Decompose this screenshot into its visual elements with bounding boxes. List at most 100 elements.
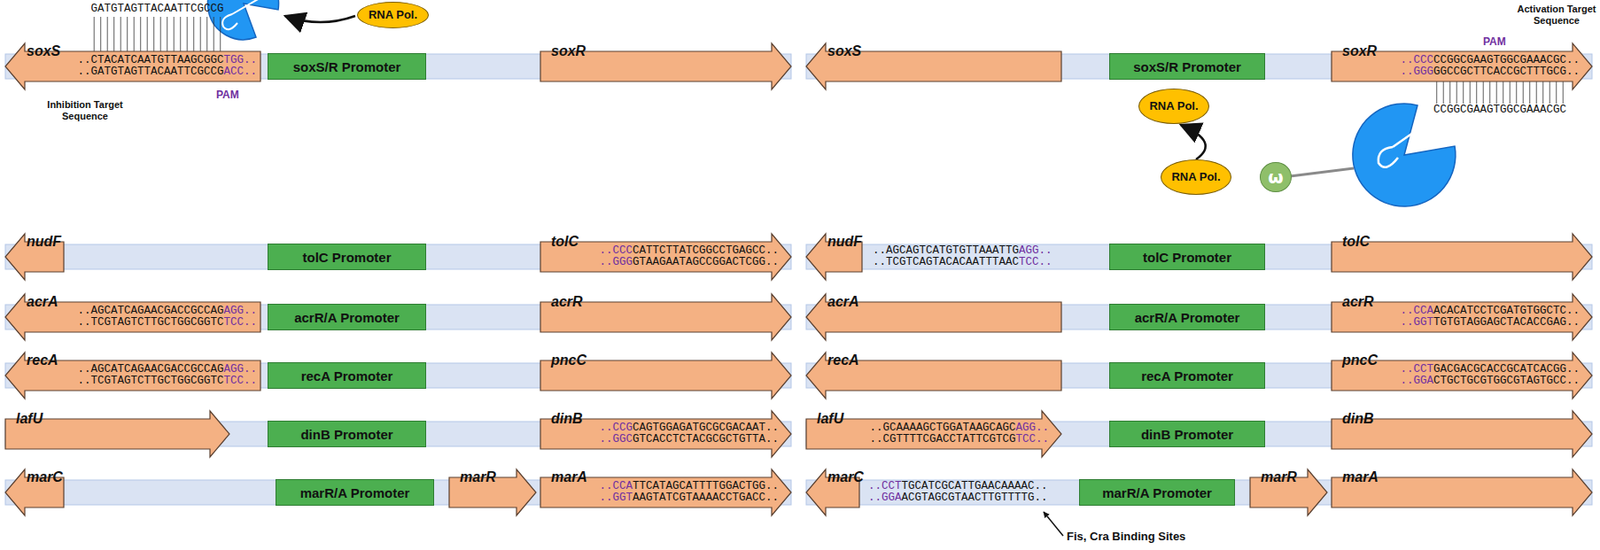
dna-sequence: ACGTAGCGTAACTTGTTTTG.. — [901, 491, 1049, 505]
target-label: Inhibition Target Sequence — [35, 99, 135, 123]
promoter-box: recA Promoter — [1109, 362, 1266, 389]
sequence-line: ..CCAACACATCCTCGATGTGGCTC.. — [1399, 305, 1580, 318]
gene-arrow-outline — [5, 294, 261, 341]
base-pair-tick — [200, 16, 202, 55]
sequence-line: ..GGTAAGTATCGTAAAACCTGACC.. — [598, 492, 779, 505]
dna-sequence: CTGCTGCGTGGCGTAGTGCC.. — [1433, 374, 1580, 388]
base-pair-tick — [1469, 78, 1471, 104]
sequence-line: ..GATGTAGTTACAATTCGCCGACC.. — [77, 66, 257, 78]
base-pair-tick — [1562, 78, 1564, 104]
omega-circle: ω — [1259, 162, 1291, 193]
base-pair-tick — [153, 16, 155, 55]
base-pair-tick — [219, 16, 221, 55]
promoter-label: marR/A Promoter — [1079, 480, 1235, 505]
pam-sequence: ..CCC — [598, 244, 633, 257]
base-pair-tick — [213, 16, 215, 55]
dna-sequence: ..TCGTCAGTACACAATTTAAC — [872, 256, 1019, 269]
gene-arrow-outline — [1331, 352, 1593, 399]
gene-arrow-outline — [1331, 233, 1593, 280]
pam-sequence: ..GGG — [598, 256, 633, 269]
gene-name: recA — [827, 352, 860, 399]
pam-sequence: ..CCC — [1399, 54, 1434, 67]
promoter-box: recA Promoter — [267, 362, 427, 389]
gene-arrow: recA — [806, 352, 1062, 399]
fusion-linker — [1289, 168, 1354, 177]
base-pair-tick — [179, 16, 181, 55]
dna-sequence: ..GCAAAAGCTGGATAAGCAGC — [869, 421, 1016, 435]
binding-site-label: Fis, Cra Binding Sites — [1066, 529, 1186, 544]
pam-sequence: ..CCG — [598, 421, 633, 435]
leader-arrow — [1043, 512, 1064, 536]
promoter-box: marR/A Promoter — [1079, 479, 1235, 506]
base-pair-tick — [1483, 78, 1484, 104]
base-pair-tick — [173, 16, 175, 55]
base-pair-tick — [1515, 78, 1517, 104]
sequence-line: ..CGTTTTCGACCTATTCGTCGTCC.. — [869, 434, 1049, 446]
gene-arrow-outline — [540, 294, 792, 341]
promoter-label: dinB Promoter — [1110, 421, 1265, 447]
gene-name: tolC — [1342, 233, 1370, 280]
omega-label: ω — [1267, 168, 1283, 187]
dna-sequence: TGTGTAGGAGCTACACCGAG.. — [1433, 316, 1580, 329]
promoter-box: marR/A Promoter — [275, 479, 435, 506]
gene-arrow: acrR — [540, 294, 792, 341]
gene-arrow-outline — [806, 43, 1062, 90]
pam-sequence: ..CCT — [868, 480, 902, 493]
base-pair-tick — [186, 16, 188, 55]
sequence-line: ..GGTTGTGTAGGAGCTACACCGAG.. — [1399, 317, 1580, 329]
gene-name: acrA — [26, 294, 59, 341]
polymerase-oval: RNA Pol. — [357, 1, 429, 29]
polymerase-label: RNA Pol. — [368, 8, 418, 22]
base-pair-tick — [93, 16, 95, 55]
gene-arrow-outline — [5, 469, 64, 516]
gene-arrow: marC — [806, 469, 860, 516]
gene-arrow: nudF — [5, 233, 64, 280]
gene-arrow-outline — [449, 469, 536, 516]
promoter-box: soxS/R Promoter — [1109, 53, 1266, 80]
gene-arrow: marC — [5, 469, 64, 516]
base-pair-tick — [120, 16, 122, 55]
pam-sequence: ..GGA — [868, 491, 902, 505]
pam-sequence: ..CCA — [598, 480, 633, 493]
promoter-label: acrR/A Promoter — [268, 304, 426, 330]
polymerase-arrow — [285, 15, 356, 23]
base-pair-tick — [1456, 78, 1458, 104]
guide-sequence: GATGTAGTTACAATTCGCCG — [90, 3, 224, 16]
band-group — [5, 54, 1593, 505]
polymerase-oval: RNA Pol. — [1160, 159, 1232, 195]
sequence-line: ..AGCATCAGAACGACCGCCAGAGG.. — [77, 364, 257, 376]
sequence-line: ..GCAAAAGCTGGATAAGCAGCAGG.. — [869, 422, 1049, 435]
gene-arrow-outline — [1331, 469, 1593, 516]
base-pair-tick — [147, 16, 148, 55]
gene-name: recA — [26, 352, 59, 399]
promoter-label: recA Promoter — [268, 363, 426, 389]
gene-arrow: pncC — [540, 352, 792, 399]
base-pair-tick — [1496, 78, 1498, 104]
dna-sequence: GGCCGCTTCACCGCTTTGCG.. — [1433, 65, 1580, 78]
promoter-label: soxS/R Promoter — [1110, 54, 1265, 79]
pam-sequence: TCC.. — [223, 316, 257, 329]
promoter-label: tolC Promoter — [268, 244, 426, 270]
promoter-label: acrR/A Promoter — [1110, 304, 1265, 330]
gene-arrow-outline — [1331, 411, 1593, 458]
gene-name: pncC — [551, 352, 587, 399]
gene-arrow: acrA — [806, 294, 1062, 341]
gene-arrow-outline — [5, 352, 261, 399]
pam-label: PAM — [1483, 35, 1507, 49]
promoter-box: soxS/R Promoter — [267, 53, 427, 80]
dna-sequence: GACGACGCACCGCATCACGG.. — [1433, 363, 1580, 376]
gene-name: dinB — [1342, 411, 1375, 458]
promoter-label: tolC Promoter — [1110, 244, 1265, 270]
gene-arrow: tolC — [1331, 233, 1593, 280]
gene-arrow-outline — [540, 411, 792, 458]
gene-name: marA — [1342, 469, 1379, 516]
dna-sequence: ..TCGTAGTCTTGCTGGCGGTC — [77, 374, 224, 388]
guide-rna-hairpin — [222, 0, 266, 30]
dna-sequence: ..AGCATCAGAACGACCGCCAG — [77, 304, 224, 318]
dna-sequence: TTCATAGCATTTTGGACTGG.. — [632, 480, 779, 493]
sequence-line: ..TCGTAGTCTTGCTGGCGGTCTCC.. — [77, 317, 257, 329]
pam-sequence: TCC.. — [223, 374, 257, 388]
pam-sequence: ..GGT — [598, 491, 633, 505]
base-pair-tick — [107, 16, 109, 55]
